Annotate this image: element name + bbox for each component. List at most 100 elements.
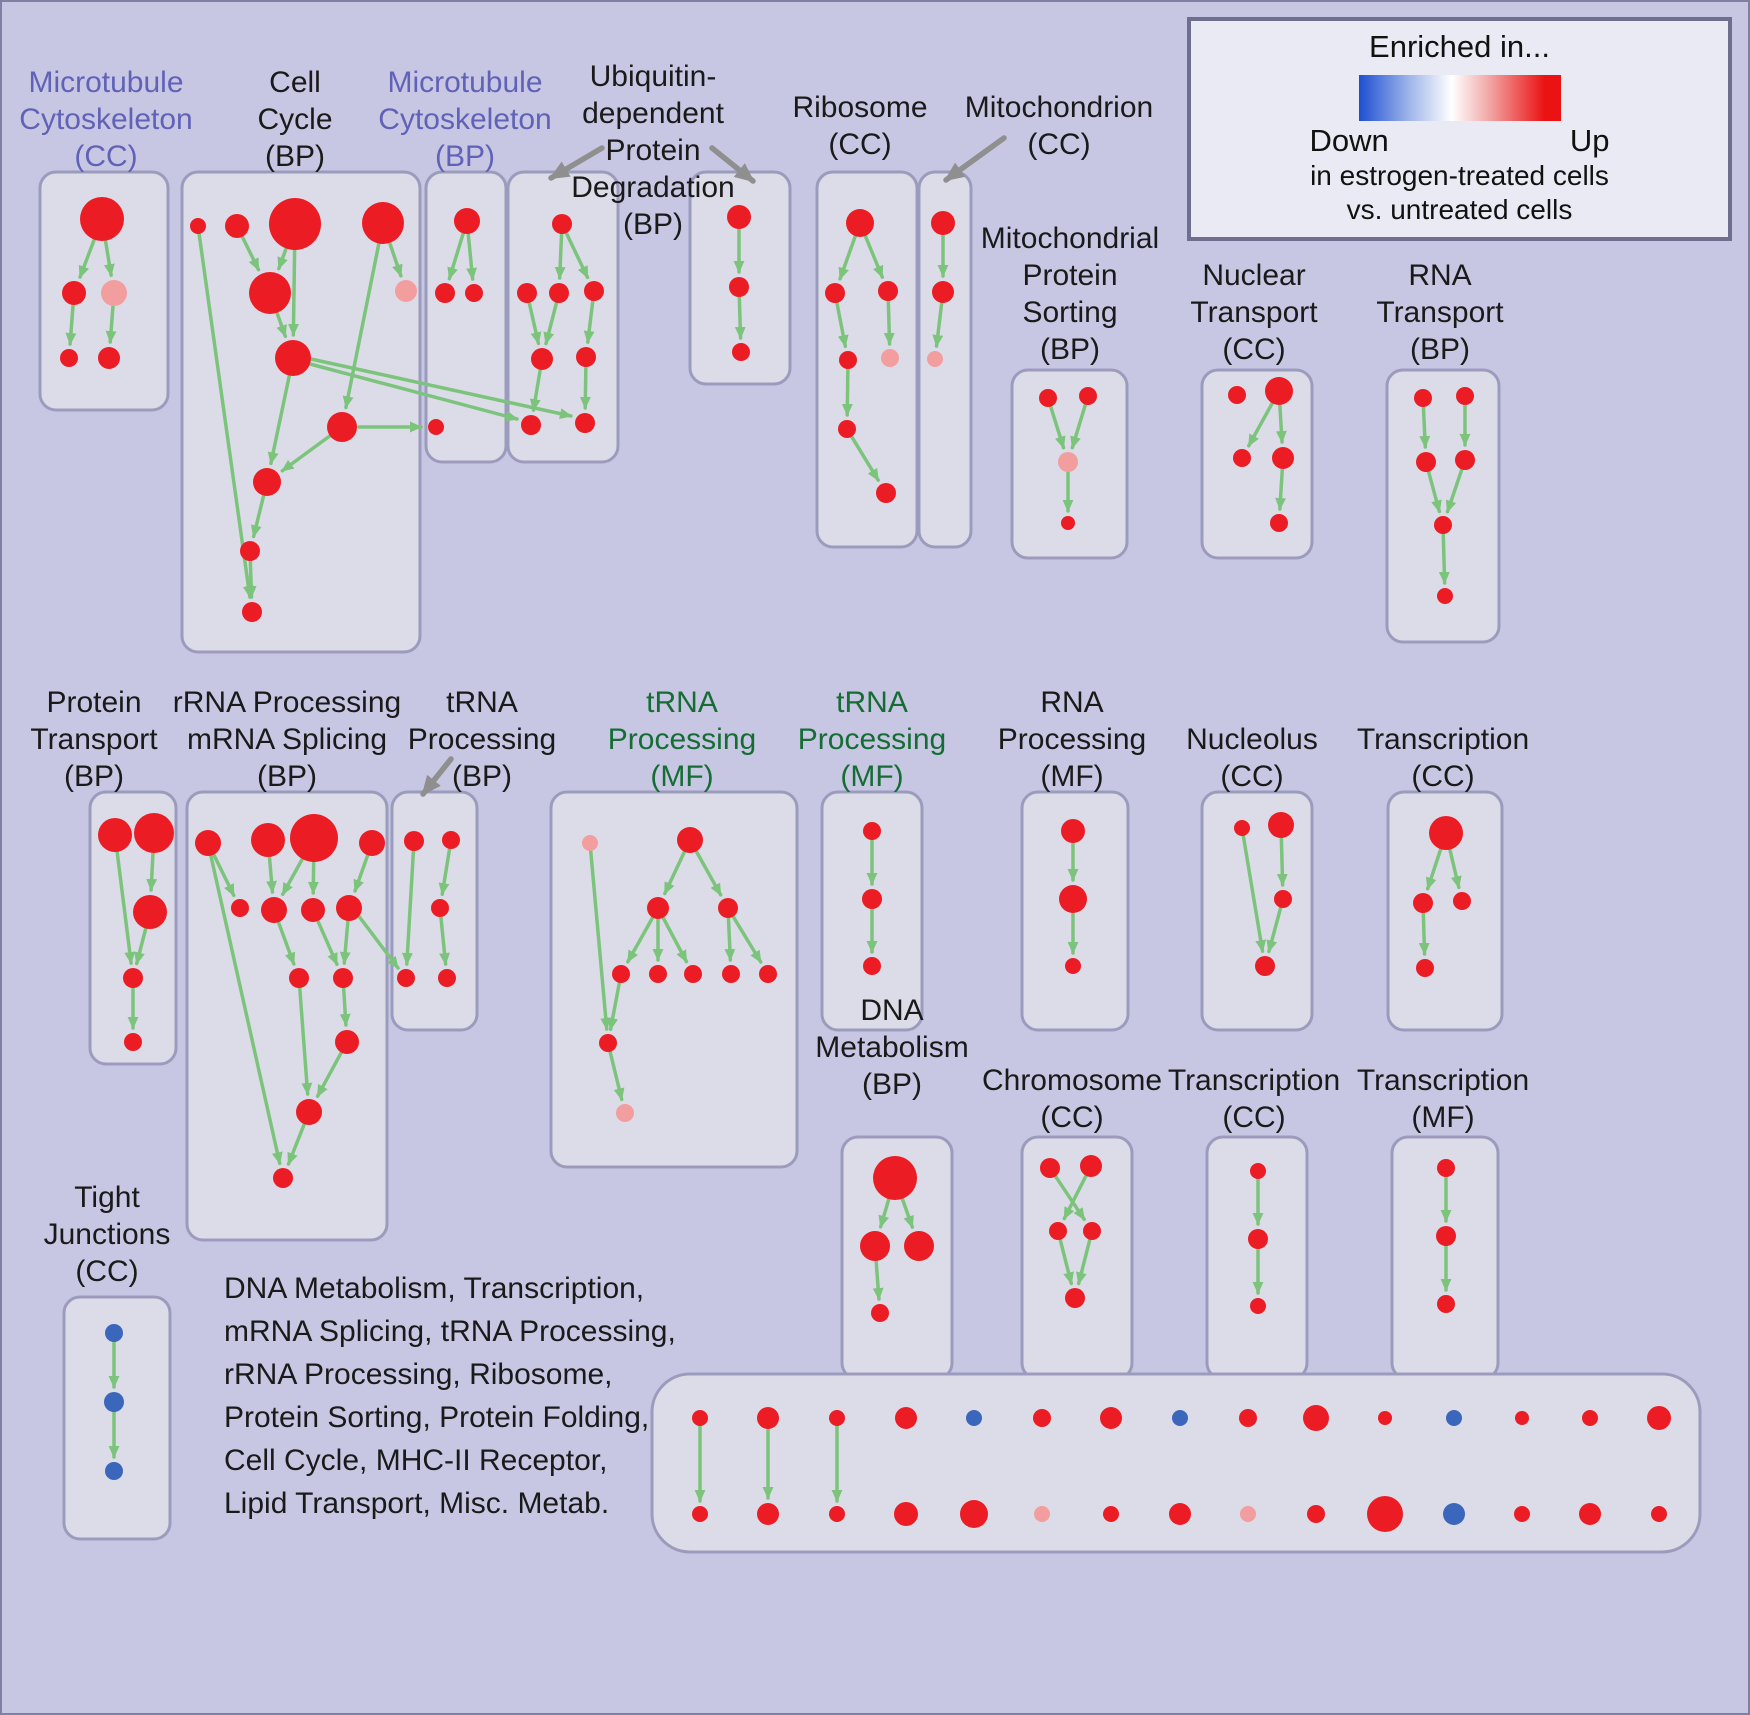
gene-node-red (649, 965, 667, 983)
edge (1247, 401, 1274, 448)
gene-node-red (1378, 1411, 1392, 1425)
gene-node-red (438, 969, 456, 987)
group-box-chromosome-cc (1020, 1135, 1134, 1381)
group-chromosome-cc: Chromosome(CC) (982, 1064, 1162, 1308)
gene-node-red (98, 347, 120, 369)
edge (583, 299, 595, 344)
gene-node-red (1059, 885, 1087, 913)
gene-node-red (290, 814, 338, 862)
gene-node-red (1579, 1503, 1601, 1525)
gene-node-red (1274, 890, 1292, 908)
edge (663, 850, 687, 896)
annotation-arrow (709, 145, 756, 184)
gene-node-red (225, 214, 249, 238)
edge (211, 852, 236, 898)
gene-node-red (1268, 812, 1294, 838)
edge (1426, 469, 1442, 514)
group-ubiquitin-degradation-bp-right (727, 205, 751, 361)
gene-node-red (1080, 1155, 1102, 1177)
gene-node-red (1272, 447, 1294, 469)
edge (1266, 905, 1283, 954)
gene-node-red (1455, 450, 1475, 470)
gene-node-red (1651, 1506, 1667, 1522)
gene-node-red (1248, 1229, 1268, 1249)
gene-node-red (647, 897, 669, 919)
edge (286, 1122, 306, 1166)
group-box-trna-processing-mf-1 (549, 790, 799, 1169)
group-label-nucleolus-cc: Nucleolus(CC) (1186, 723, 1318, 793)
gene-node-red (442, 831, 460, 849)
edge (1048, 404, 1066, 450)
gene-node-red (825, 283, 845, 303)
edge (275, 311, 288, 339)
gene-node-red (860, 1231, 890, 1261)
gene-node-red (599, 1034, 617, 1052)
gene-node-red (718, 898, 738, 918)
gene-node-red (904, 1231, 934, 1261)
gene-node-red (327, 412, 357, 442)
legend-axis-labels: Down Up (1310, 123, 1610, 159)
gene-node-blue (105, 1462, 123, 1480)
gene-node-red (249, 272, 291, 314)
edge (607, 981, 622, 1031)
group-ribosome-cc: Ribosome(CC) (792, 91, 928, 503)
edge (734, 295, 746, 340)
group-label-ribosome-cc: Ribosome(CC) (792, 91, 927, 161)
gene-node-red (362, 202, 404, 244)
gene-node-red (1169, 1503, 1191, 1525)
gene-node-red (1414, 389, 1432, 407)
gene-node-blue (966, 1410, 982, 1426)
gene-node-red (289, 968, 309, 988)
edge (267, 373, 292, 466)
edge (579, 365, 591, 410)
edge (626, 915, 655, 964)
gene-node-red (1250, 1298, 1266, 1314)
edge (1418, 911, 1430, 956)
edge (554, 232, 566, 280)
edge (694, 849, 723, 897)
edge (529, 368, 542, 412)
gene-node-red (1270, 514, 1288, 532)
gene-node-red (1416, 452, 1436, 472)
gene-node-red (576, 347, 596, 367)
gene-node-red (931, 211, 955, 235)
gene-node-pink (101, 280, 127, 306)
edge (134, 926, 148, 966)
gene-node-red (133, 895, 167, 929)
gene-node-red (757, 1407, 779, 1429)
gene-node-red (1582, 1410, 1598, 1426)
cross-edge (308, 362, 519, 422)
legend-up-label: Up (1569, 123, 1610, 158)
group-box-mixed-functions (650, 1372, 1702, 1554)
edge (439, 915, 450, 966)
edge (1448, 847, 1462, 890)
group-label-transcription-cc-2: Transcription(CC) (1168, 1064, 1340, 1134)
edge (849, 434, 880, 482)
gene-node-red (335, 1030, 359, 1054)
gene-node-red (759, 965, 777, 983)
gene-node-red (684, 965, 702, 983)
gene-node-red (1434, 516, 1452, 534)
gene-node-red (134, 813, 174, 853)
edge (438, 847, 452, 896)
gene-node-red (677, 827, 703, 853)
gene-node-red (1456, 387, 1474, 405)
gene-node-pink (1240, 1506, 1256, 1522)
gene-node-red (1303, 1405, 1329, 1431)
annotation-arrow (420, 756, 454, 797)
edge (1419, 405, 1431, 449)
gene-node-red (123, 968, 143, 988)
gene-node-red (333, 968, 353, 988)
gene-node-red (336, 895, 362, 921)
gene-node-red (1250, 1163, 1266, 1179)
gene-node-red (1233, 449, 1251, 467)
